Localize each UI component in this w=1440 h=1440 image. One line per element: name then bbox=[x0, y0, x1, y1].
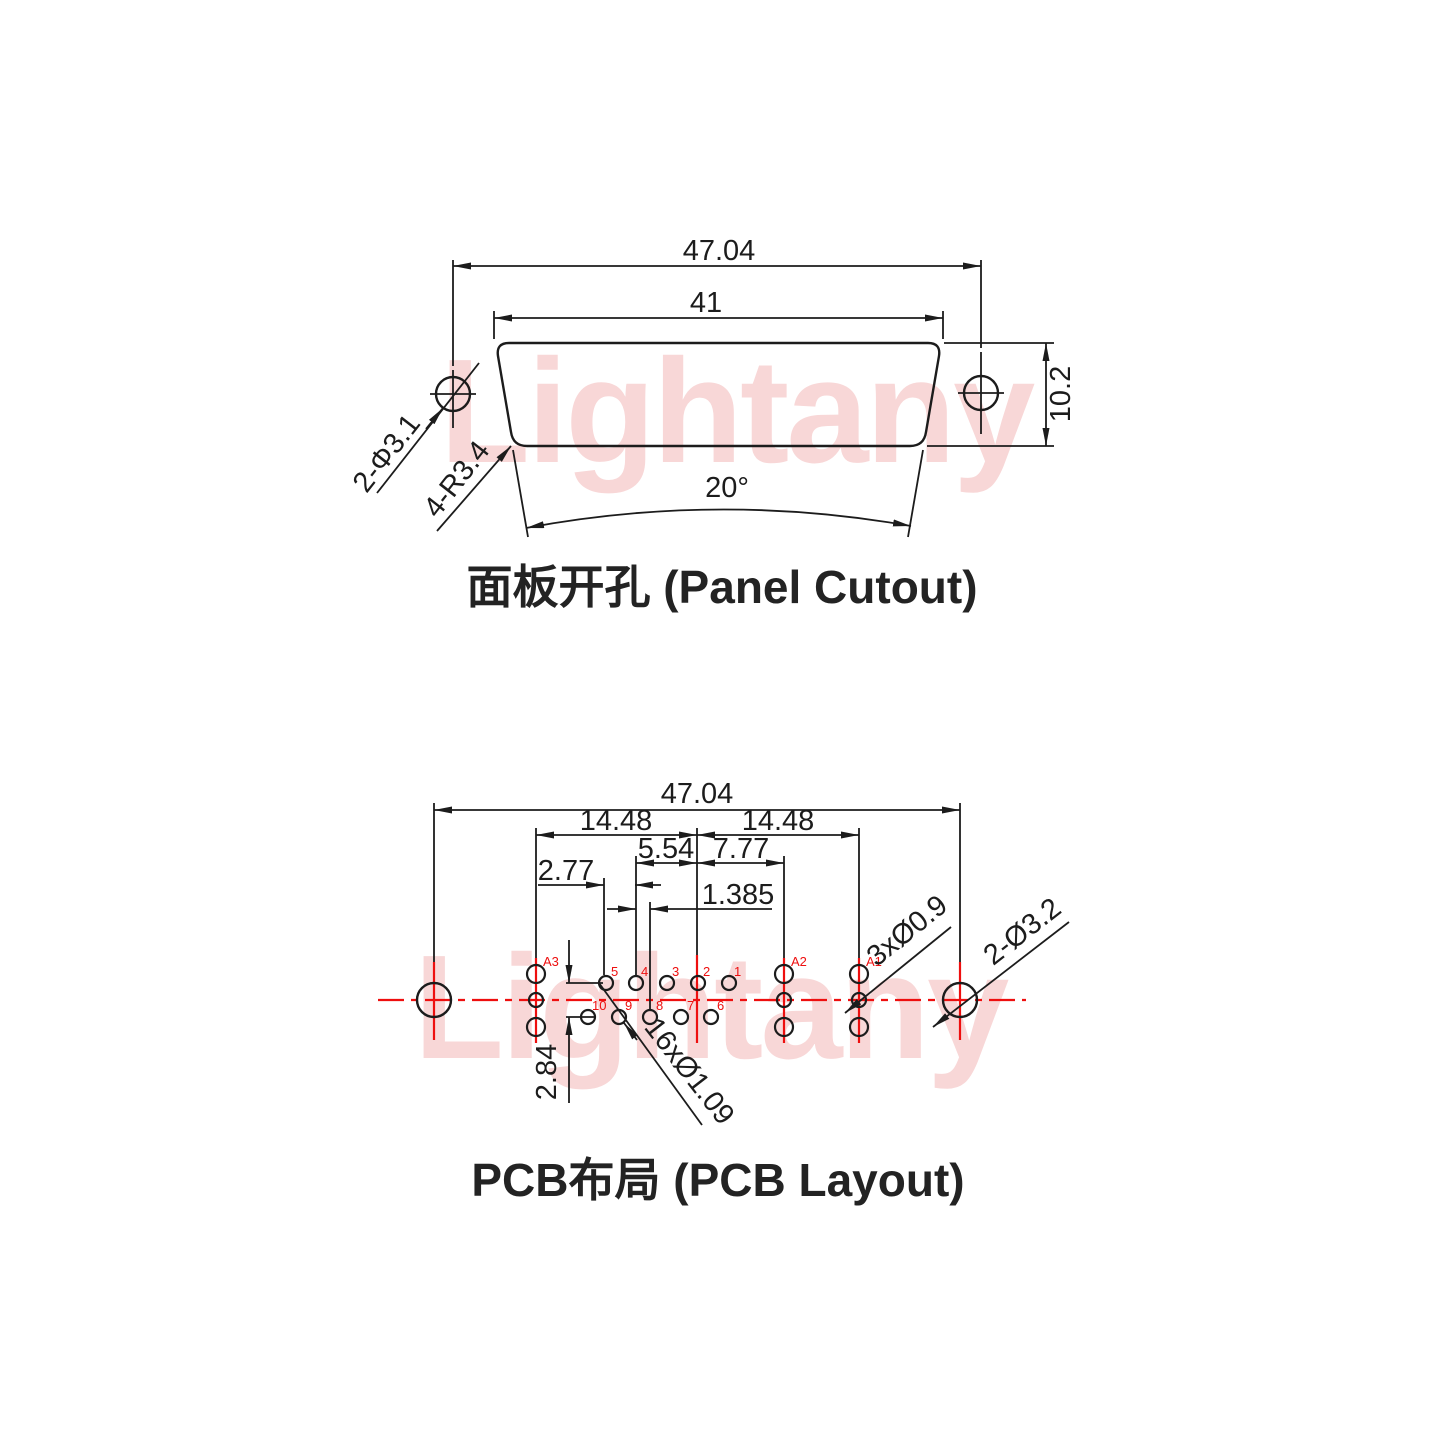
coax-a2-holes bbox=[773, 963, 795, 1038]
watermark-bottom: Lightany bbox=[414, 925, 1009, 1090]
corner-radius-leader bbox=[436, 445, 512, 532]
signal-holes-leader bbox=[598, 982, 703, 1126]
pin-labels: A3 5 4 3 2 1 10 9 8 7 6 A2 A1 bbox=[543, 954, 882, 1013]
pcb-dim-row-offset: 1.385 bbox=[702, 879, 775, 911]
pin-label-9: 9 bbox=[625, 998, 632, 1013]
pin-label-8: 8 bbox=[656, 998, 663, 1013]
pin-label-4: 4 bbox=[641, 964, 648, 979]
mount-hole-leader bbox=[376, 362, 480, 494]
pcb-dim-left-span: 14.48 bbox=[580, 805, 653, 837]
dim-height: 10.2 bbox=[1045, 366, 1077, 422]
coax-a3-holes bbox=[525, 963, 547, 1038]
pcb-dimension-lines bbox=[434, 806, 960, 1103]
pcb-dim-center-to-a2: 7.77 bbox=[713, 833, 769, 865]
pcb-dim-pin-pitch: 2.77 bbox=[538, 855, 594, 887]
pin-label-a1: A1 bbox=[866, 954, 882, 969]
panel-cutout-outline bbox=[496, 341, 941, 448]
coax-a1-holes bbox=[848, 963, 870, 1038]
pin-label-a3: A3 bbox=[543, 954, 559, 969]
pin-label-5: 5 bbox=[611, 964, 618, 979]
angle-callout bbox=[512, 449, 924, 538]
signal-pin-holes bbox=[579, 974, 738, 1026]
pin-label-10: 10 bbox=[592, 998, 606, 1013]
pcb-mount-holes-leader bbox=[932, 921, 1070, 1028]
dim-overall-width: 47.04 bbox=[683, 235, 756, 267]
watermark-top: Lightany bbox=[440, 329, 1035, 494]
dim-angle: 20° bbox=[705, 472, 749, 504]
pin-label-7: 7 bbox=[687, 998, 694, 1013]
dimension-lines bbox=[453, 262, 1050, 446]
dim-mount-holes: 2-Φ3.1 bbox=[347, 408, 427, 498]
pin-label-1: 1 bbox=[734, 964, 741, 979]
pcb-dim-overall: 47.04 bbox=[661, 778, 734, 810]
panel-mount-hole-left bbox=[430, 370, 476, 428]
panel-cutout-title: 面板开孔 (Panel Cutout) bbox=[466, 561, 977, 613]
pin-label-6: 6 bbox=[717, 998, 724, 1013]
pcb-dim-row-spacing: 2.84 bbox=[531, 1044, 563, 1100]
center-lines bbox=[378, 955, 1026, 1043]
pcb-dim-right-span: 14.48 bbox=[742, 805, 815, 837]
panel-mount-hole-right bbox=[958, 352, 1004, 434]
pcb-mount-hole-right bbox=[941, 981, 979, 1019]
dim-cutout-width: 41 bbox=[690, 287, 722, 319]
pcb-extension-lines bbox=[433, 803, 961, 1018]
pin-label-a2: A2 bbox=[791, 954, 807, 969]
pin-label-2: 2 bbox=[703, 964, 710, 979]
pin-label-3: 3 bbox=[672, 964, 679, 979]
pcb-layout-title: PCB布局 (PCB Layout) bbox=[471, 1154, 964, 1206]
pcb-dim-pin-to-center: 5.54 bbox=[638, 833, 694, 865]
coax-holes-leader bbox=[844, 926, 952, 1014]
pcb-mount-hole-left bbox=[415, 981, 453, 1019]
